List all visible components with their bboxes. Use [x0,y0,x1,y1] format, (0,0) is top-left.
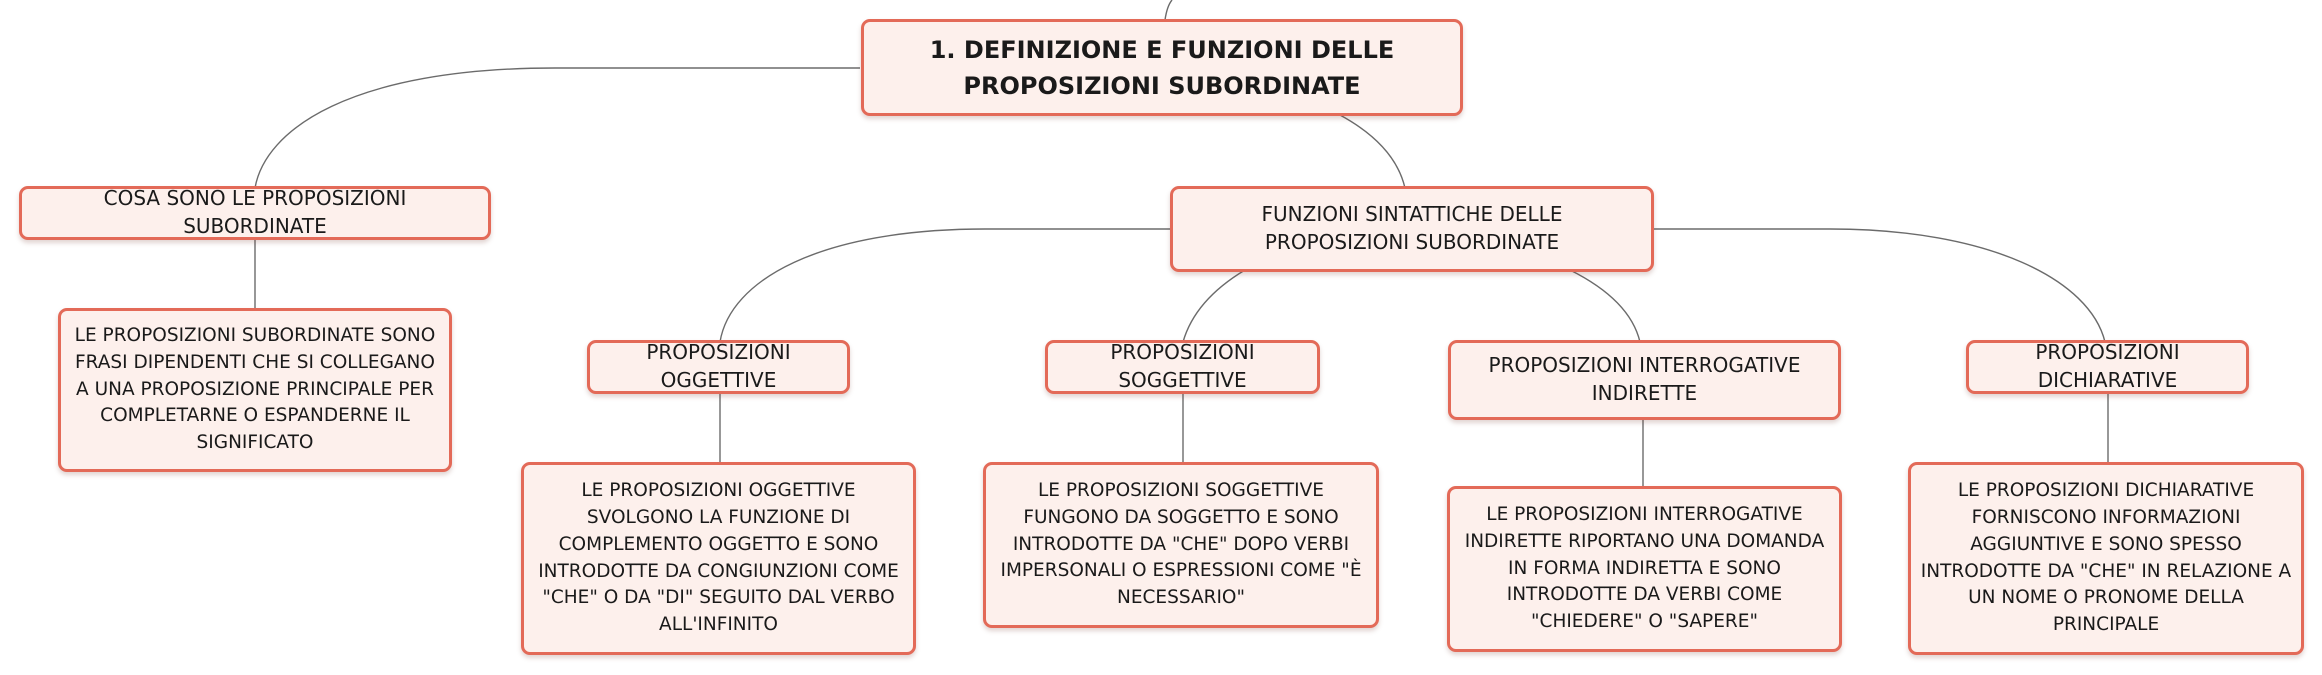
topic-dichiarative-label: PROPOSIZIONI DICHIARATIVE [2035,340,2180,392]
description-dichiarative[interactable]: LE PROPOSIZIONI DICHIARATIVE FORNISCONO … [1908,462,2304,655]
connector-funzioni-dichiarative [1652,228,2106,343]
topic-interrogative-indirette-label: PROPOSIZIONI INTERROGATIVE INDIRETTE [1488,353,1801,405]
description-soggettive[interactable]: LE PROPOSIZIONI SOGGETTIVE FUNGONO DA SO… [983,462,1379,628]
description-dichiarative-text: LE PROPOSIZIONI DICHIARATIVE FORNISCONO … [1920,480,2292,636]
description-oggettive[interactable]: LE PROPOSIZIONI OGGETTIVE SVOLGONO LA FU… [521,462,916,655]
connector-funzioni-oggettive [719,228,1170,343]
topic-funzioni-sintattiche[interactable]: FUNZIONI SINTATTICHE DELLE PROPOSIZIONI … [1170,186,1654,272]
connector-root-parent [1164,0,1173,21]
connector-funzioni-soggettive [1182,269,1246,343]
topic-funzioni-sintattiche-label: FUNZIONI SINTATTICHE DELLE PROPOSIZIONI … [1261,202,1563,254]
connector-root-cosa [254,67,860,189]
connector-root-funzioni [1339,114,1406,189]
topic-oggettive[interactable]: PROPOSIZIONI OGGETTIVE [587,340,850,394]
description-interrogative-indirette[interactable]: LE PROPOSIZIONI INTERROGATIVE INDIRETTE … [1447,486,1842,652]
root-topic-label: 1. DEFINIZIONE E FUNZIONI DELLE PROPOSIZ… [929,35,1395,100]
description-cosa-sono-text: LE PROPOSIZIONI SUBORDINATE SONO FRASI D… [74,324,436,454]
topic-cosa-sono[interactable]: COSA SONO LE PROPOSIZIONI SUBORDINATE [19,186,491,240]
description-oggettive-text: LE PROPOSIZIONI OGGETTIVE SVOLGONO LA FU… [538,480,899,636]
connector-funzioni-interrogative [1569,269,1641,343]
description-cosa-sono[interactable]: LE PROPOSIZIONI SUBORDINATE SONO FRASI D… [58,308,452,472]
topic-interrogative-indirette[interactable]: PROPOSIZIONI INTERROGATIVE INDIRETTE [1448,340,1841,420]
description-interrogative-indirette-text: LE PROPOSIZIONI INTERROGATIVE INDIRETTE … [1464,503,1825,633]
description-soggettive-text: LE PROPOSIZIONI SOGGETTIVE FUNGONO DA SO… [1000,479,1362,609]
topic-soggettive[interactable]: PROPOSIZIONI SOGGETTIVE [1045,340,1320,394]
topic-soggettive-label: PROPOSIZIONI SOGGETTIVE [1110,340,1255,392]
root-topic[interactable]: 1. DEFINIZIONE E FUNZIONI DELLE PROPOSIZ… [861,19,1463,116]
topic-dichiarative[interactable]: PROPOSIZIONI DICHIARATIVE [1966,340,2249,394]
topic-cosa-sono-label: COSA SONO LE PROPOSIZIONI SUBORDINATE [103,186,407,238]
topic-oggettive-label: PROPOSIZIONI OGGETTIVE [646,340,791,392]
